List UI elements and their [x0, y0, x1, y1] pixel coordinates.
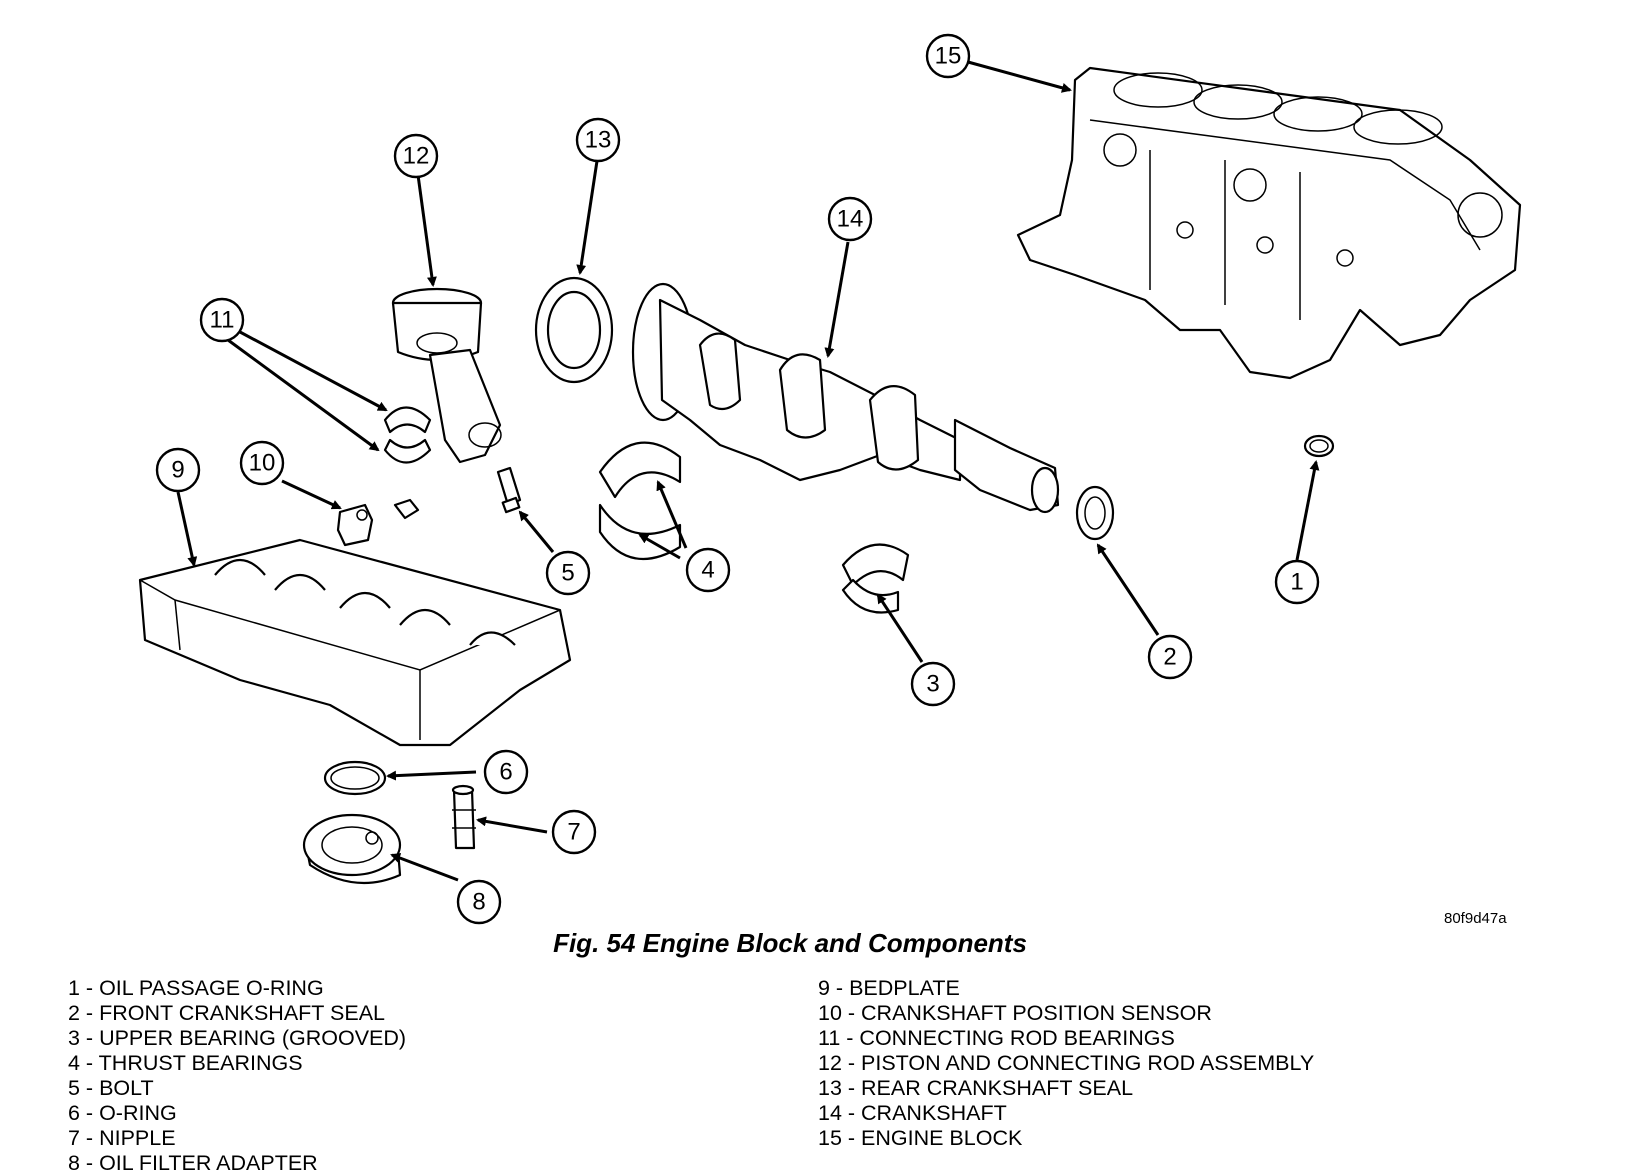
legend-item: 5 - BOLT: [68, 1076, 154, 1100]
callout-14-number: 14: [837, 206, 864, 233]
callout-10-number: 10: [249, 450, 276, 477]
legend-item: 3 - UPPER BEARING (GROOVED): [68, 1026, 407, 1050]
callout-7-number: 7: [567, 819, 580, 846]
legend-item: 12 - PISTON AND CONNECTING ROD ASSEMBLY: [818, 1051, 1315, 1075]
callout-13: 13: [575, 117, 621, 163]
callout-4: 4: [685, 547, 731, 593]
callout-13-number: 13: [585, 127, 612, 154]
leader-10: [281, 479, 342, 510]
legend-item: 13 - REAR CRANKSHAFT SEAL: [818, 1076, 1134, 1100]
crankshaft-position-sensor-drawing: [336, 498, 420, 547]
leader-7: [476, 816, 548, 834]
upper-bearing-grooved-drawing: [841, 543, 910, 614]
bolt-drawing: [496, 466, 522, 514]
legend-item: 2 - FRONT CRANKSHAFT SEAL: [68, 1001, 385, 1025]
legend-item: 14 - CRANKSHAFT: [818, 1101, 1007, 1125]
legend-item: 1 - OIL PASSAGE O-RING: [68, 976, 324, 1000]
crankshaft-drawing: [631, 282, 1060, 514]
callout-3-number: 3: [926, 671, 939, 698]
rear-crankshaft-seal-drawing: [534, 276, 614, 384]
leader-5: [518, 510, 555, 553]
callout-8-number: 8: [472, 889, 485, 916]
thrust-bearings-drawing: [598, 441, 682, 561]
callout-15: 15: [925, 33, 971, 79]
o-ring-drawing: [323, 760, 387, 796]
legend-right-column: 9 - BEDPLATE 10 - CRANKSHAFT POSITION SE…: [818, 976, 1314, 1151]
front-crankshaft-seal-drawing: [1075, 485, 1115, 541]
leader-4a: [656, 480, 688, 549]
leader-4b: [638, 533, 681, 560]
legend-item: 8 - OIL FILTER ADAPTER: [68, 1151, 318, 1175]
callout-1-number: 1: [1290, 569, 1303, 596]
leader-14: [824, 241, 850, 358]
leader-15: [967, 60, 1072, 93]
leader-9: [176, 491, 198, 567]
connecting-rod-bearings-drawing: [383, 406, 432, 464]
nipple-drawing: [451, 784, 476, 850]
legend-item: 15 - ENGINE BLOCK: [818, 1126, 1023, 1150]
leader-3: [876, 593, 924, 663]
bedplate-drawing: [138, 538, 572, 747]
callout-11: 11: [199, 297, 245, 343]
leader-1: [1295, 460, 1320, 561]
callout-14: 14: [827, 196, 873, 242]
leader-8: [390, 853, 459, 882]
leader-11b: [227, 338, 380, 452]
figure-caption: Fig. 54 Engine Block and Components: [553, 928, 1027, 958]
callout-8: 8: [456, 879, 502, 925]
oil-filter-adapter-drawing: [302, 813, 402, 885]
callout-5: 5: [545, 550, 591, 596]
figure-reference-code: 80f9d47a: [1444, 910, 1507, 927]
callout-4-number: 4: [701, 557, 714, 584]
callout-12: 12: [393, 133, 439, 179]
leader-11a: [239, 330, 388, 412]
legend-item: 7 - NIPPLE: [68, 1126, 176, 1150]
legend-item: 11 - CONNECTING ROD BEARINGS: [818, 1026, 1175, 1050]
callout-9-number: 9: [171, 457, 184, 484]
callout-2-number: 2: [1163, 644, 1176, 671]
callout-15-number: 15: [935, 43, 962, 70]
callout-5-number: 5: [561, 560, 574, 587]
callout-9: 9: [155, 447, 201, 493]
leader-12: [416, 174, 437, 287]
leader-13: [576, 160, 599, 275]
callout-6: 6: [483, 749, 529, 795]
callout-2: 2: [1147, 634, 1193, 680]
legend-item: 9 - BEDPLATE: [818, 976, 960, 1000]
legend-item: 6 - O-RING: [68, 1101, 177, 1125]
leader-6: [386, 770, 477, 781]
leader-2: [1096, 543, 1160, 636]
legend-item: 4 - THRUST BEARINGS: [68, 1051, 303, 1075]
piston-connecting-rod-drawing: [391, 287, 502, 464]
oil-passage-o-ring-drawing: [1303, 434, 1335, 458]
engine-block-drawing: [1016, 66, 1522, 380]
legend-item: 10 - CRANKSHAFT POSITION SENSOR: [818, 1001, 1212, 1025]
exploded-engine-diagram: 1 2 3 4 5 6 7 8 9 10 11 12 13 14 15: [138, 33, 1522, 925]
callout-6-number: 6: [499, 759, 512, 786]
callout-12-number: 12: [403, 143, 430, 170]
callout-3: 3: [910, 661, 956, 707]
callout-11-number: 11: [210, 307, 235, 334]
leader-lines: [176, 60, 1320, 882]
legend-left-column: 1 - OIL PASSAGE O-RING 2 - FRONT CRANKSH…: [68, 976, 406, 1176]
callout-1: 1: [1274, 559, 1320, 605]
callout-7: 7: [551, 809, 597, 855]
callout-10: 10: [239, 440, 285, 486]
